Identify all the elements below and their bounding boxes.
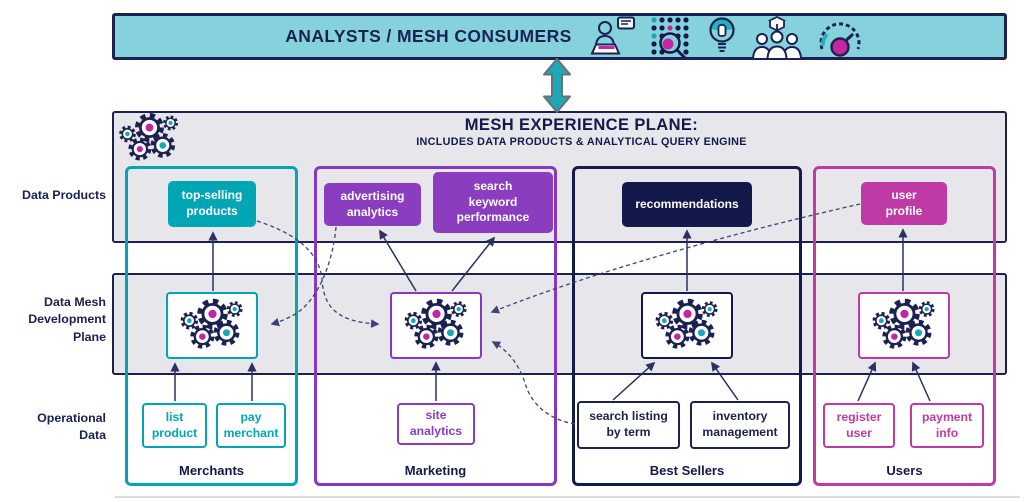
analyst-at-laptop-icon <box>590 16 635 54</box>
banner-icons <box>590 15 864 58</box>
mesh-plane-subtitle: INCLUDES DATA PRODUCTS & ANALYTICAL QUER… <box>416 136 747 148</box>
gears-cluster-icon <box>404 298 467 354</box>
mesh-node-users <box>858 292 950 359</box>
gears-cluster-icon <box>119 112 179 161</box>
analysts-banner: ANALYSTS / MESH CONSUMERS <box>112 13 1007 60</box>
row-label-dev-plane: Data Mesh Development Plane <box>28 295 106 344</box>
mesh-plane-title: MESH EXPERIENCE PLANE: <box>464 116 699 134</box>
page-divider <box>115 496 1020 498</box>
gears-cluster-icon <box>180 298 243 354</box>
operational-pay-merchant: pay merchant <box>216 403 286 448</box>
gauge-icon <box>819 21 861 57</box>
domain-column-marketing: Marketing <box>314 166 557 486</box>
data-product-advertising-analytics: advertising analytics <box>324 183 421 226</box>
data-search-icon <box>651 16 689 58</box>
domain-label: Merchants <box>178 463 245 478</box>
operational-site-analytics: site analytics <box>397 403 475 445</box>
banner-title: ANALYSTS / MESH CONSUMERS <box>285 26 572 46</box>
operational-payment-info: payment info <box>910 403 984 448</box>
operational-list-product: list product <box>142 403 207 448</box>
operational-register-user: register user <box>823 403 895 448</box>
data-product-search-keyword-performance: search keyword performance <box>433 172 553 233</box>
operational-search-listing-by-term: search listing by term <box>577 401 680 449</box>
row-label-operational: Operational Data <box>37 411 106 443</box>
mesh-node-best-sellers <box>641 292 733 359</box>
domain-label: Marketing <box>404 463 467 478</box>
team-product-icon <box>751 15 802 58</box>
operational-inventory-management: inventory management <box>690 401 790 449</box>
row-label-data-products: Data Products <box>22 188 106 202</box>
data-product-recommendations: recommendations <box>622 182 752 227</box>
domain-label: Best Sellers <box>649 463 725 478</box>
domain-column-merchants: Merchants <box>125 166 298 486</box>
exchange-arrow-icon <box>543 58 571 113</box>
gears-cluster-icon <box>872 298 935 354</box>
mesh-node-marketing <box>390 292 482 359</box>
domain-column-users: Users <box>813 166 996 486</box>
mesh-node-merchants <box>166 292 258 359</box>
gears-cluster-icon <box>655 298 718 354</box>
lightbulb-icon <box>709 16 735 52</box>
data-product-user-profile: user profile <box>861 182 947 225</box>
data-product-top-selling-products: top-selling products <box>168 181 256 227</box>
domain-label: Users <box>886 463 923 478</box>
domain-column-best-sellers: Best Sellers <box>572 166 802 486</box>
